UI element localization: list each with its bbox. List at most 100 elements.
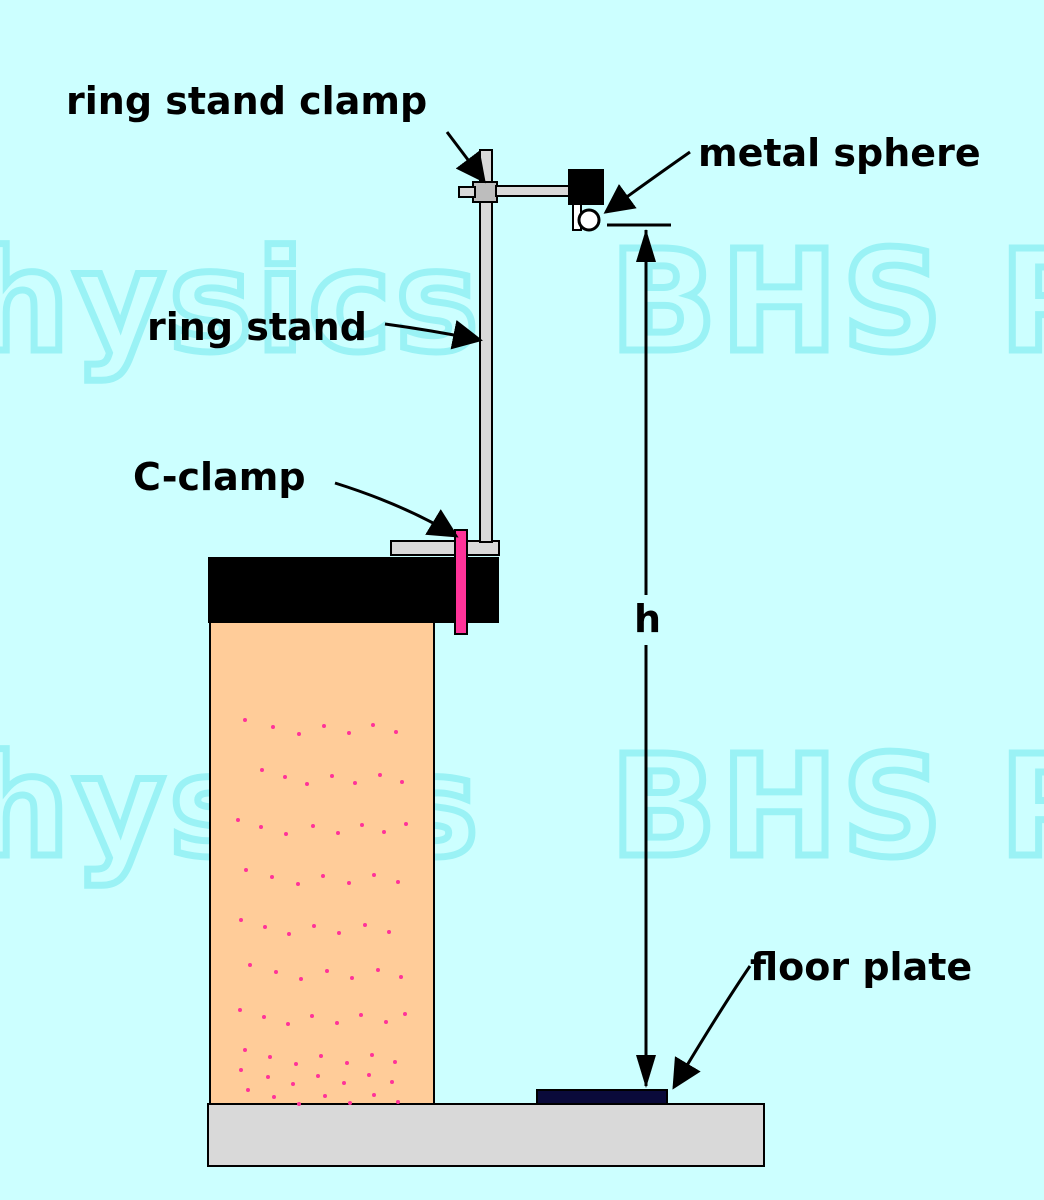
table-top [208, 557, 499, 623]
table-dot [299, 977, 303, 981]
table-leg [209, 621, 435, 1105]
ring-stand-rod [479, 149, 493, 543]
table-dot [311, 824, 315, 828]
c-clamp-plate [390, 540, 500, 556]
table-dot [370, 1053, 374, 1057]
table-dot [296, 882, 300, 886]
table-dot [363, 923, 367, 927]
table-dot [248, 963, 252, 967]
ring-stand-clamp-shape [472, 181, 498, 203]
table-dot [382, 830, 386, 834]
table-dot [347, 731, 351, 735]
table-dot [316, 1074, 320, 1078]
table-dot [319, 1054, 323, 1058]
watermark-left-top: hysics [0, 221, 483, 384]
table-dot [322, 724, 326, 728]
table-dot [400, 780, 404, 784]
table-dot [376, 968, 380, 972]
label-height: h [634, 597, 661, 641]
table-dot [263, 925, 267, 929]
table-dot [239, 918, 243, 922]
table-dot [297, 1102, 301, 1106]
table-dot [350, 976, 354, 980]
table-dot [372, 873, 376, 877]
table-dot [399, 975, 403, 979]
watermark-right-top: BHS Phy [610, 221, 1044, 384]
c-clamp-shape [454, 529, 468, 635]
pointer-arrows [334, 131, 752, 1090]
table-dot [330, 774, 334, 778]
table-dot [404, 822, 408, 826]
label-floor-plate: floor plate [750, 945, 972, 989]
table-dot [359, 1013, 363, 1017]
sphere-holder [568, 169, 604, 205]
table-dot [259, 825, 263, 829]
table-dot [347, 881, 351, 885]
table-dot [305, 782, 309, 786]
table-dot [325, 969, 329, 973]
table-dot [348, 1101, 352, 1105]
table-dot [367, 1073, 371, 1077]
ring-stand-clamp-knob [458, 186, 476, 198]
table-dot [244, 868, 248, 872]
watermark-right-bottom: BHS Phy [610, 726, 1044, 889]
label-ring-stand: ring stand [147, 305, 367, 349]
table-dot [291, 1082, 295, 1086]
arrow-floor-plate [672, 965, 752, 1090]
arrow-ring-stand [384, 319, 483, 350]
table-dot [238, 1008, 242, 1012]
table-dot [387, 930, 391, 934]
table-dot [396, 880, 400, 884]
table-dot [394, 730, 398, 734]
metal-sphere-shape [577, 208, 601, 232]
table-dot [268, 1055, 272, 1059]
arrow-ring-stand-clamp [445, 131, 486, 184]
table-dot [353, 781, 357, 785]
table-dot [393, 1060, 397, 1064]
table-dot [284, 832, 288, 836]
label-c-clamp: C-clamp [133, 455, 306, 499]
table-dot [310, 1014, 314, 1018]
table-dot [342, 1081, 346, 1085]
table-dot [312, 924, 316, 928]
table-dot [378, 773, 382, 777]
table-dot [272, 1095, 276, 1099]
table-dot [239, 1068, 243, 1072]
table-dot [246, 1088, 250, 1092]
table-dot [384, 1020, 388, 1024]
table-dot [396, 1100, 400, 1104]
table-dot [335, 1021, 339, 1025]
table-dot [287, 932, 291, 936]
table-dot [372, 1093, 376, 1097]
arrow-metal-sphere [603, 150, 691, 214]
table-dot [243, 1048, 247, 1052]
table-dot [297, 732, 301, 736]
table-dot [403, 1012, 407, 1016]
table-dot [390, 1080, 394, 1084]
table-dot [336, 831, 340, 835]
table-dot [360, 823, 364, 827]
label-metal-sphere: metal sphere [698, 131, 981, 175]
height-measurement [607, 223, 671, 1088]
table-dot [371, 723, 375, 727]
table-leg-dots [236, 718, 408, 1106]
table-dot [294, 1062, 298, 1066]
table-dot [266, 1075, 270, 1079]
arrow-c-clamp [334, 481, 459, 538]
table-dot [321, 874, 325, 878]
clamp-arm [495, 185, 575, 197]
table-dot [270, 875, 274, 879]
table-dot [236, 818, 240, 822]
table-dot [283, 775, 287, 779]
label-ring-stand-clamp: ring stand clamp [66, 79, 427, 123]
table-dot [286, 1022, 290, 1026]
floor-base [207, 1103, 765, 1167]
table-dot [271, 725, 275, 729]
table-dot [345, 1061, 349, 1065]
table-dot [274, 970, 278, 974]
table-dot [260, 768, 264, 772]
floor-plate-shape [536, 1089, 668, 1105]
table-dot [243, 718, 247, 722]
table-dot [262, 1015, 266, 1019]
